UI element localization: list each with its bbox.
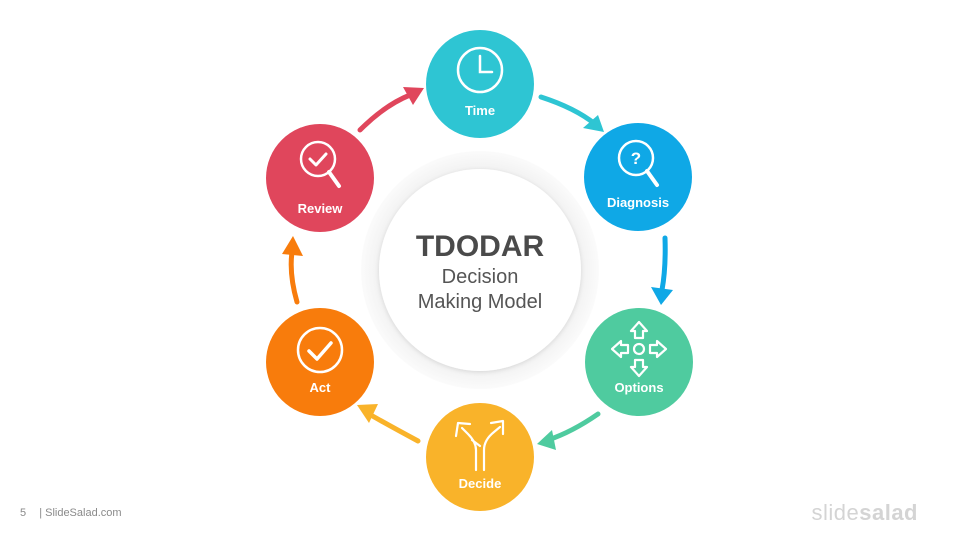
center-subtitle-line2: Making Model bbox=[418, 291, 543, 313]
node-diagnosis-circle bbox=[584, 123, 692, 231]
fork-arrows-icon bbox=[454, 419, 505, 472]
footer-site: | SlideSalad.com bbox=[39, 507, 122, 519]
four-direction-arrows-icon bbox=[610, 320, 668, 378]
center-hub: TDODAR Decision Making Model bbox=[361, 151, 599, 389]
check-circle-icon bbox=[296, 326, 344, 374]
arrow-time-to-diagnosis bbox=[538, 94, 604, 132]
magnifier-question-icon: ? bbox=[617, 139, 659, 187]
svg-text:?: ? bbox=[631, 149, 641, 168]
node-label-options: Options bbox=[614, 380, 663, 395]
brand-part1: slide bbox=[811, 500, 860, 525]
clock-icon bbox=[456, 46, 504, 94]
arrow-decide-to-act bbox=[357, 404, 421, 444]
node-review-circle bbox=[266, 124, 374, 232]
brand-part2: salad bbox=[859, 500, 918, 525]
arrow-act-to-review bbox=[282, 236, 303, 305]
footer: 5 | SlideSalad.com bbox=[20, 507, 132, 519]
node-decide: Decide bbox=[426, 403, 534, 511]
node-label-act: Act bbox=[310, 380, 332, 395]
page-number: 5 bbox=[20, 507, 27, 519]
node-diagnosis: ? Diagnosis bbox=[584, 123, 692, 231]
arrow-review-to-time bbox=[357, 87, 424, 133]
node-label-review: Review bbox=[298, 201, 344, 216]
node-options-circle bbox=[585, 308, 693, 416]
node-options: Options bbox=[585, 308, 693, 416]
arrow-options-to-decide bbox=[537, 411, 601, 450]
brand-logo: slidesalad bbox=[811, 500, 918, 526]
node-label-decide: Decide bbox=[459, 476, 502, 491]
node-act: Act bbox=[266, 308, 374, 416]
node-review: Review bbox=[266, 124, 374, 232]
node-label-time: Time bbox=[465, 103, 495, 118]
node-time: Time bbox=[426, 30, 534, 138]
center-subtitle-line1: Decision bbox=[442, 266, 519, 288]
magnifier-check-icon bbox=[299, 140, 341, 188]
node-label-diagnosis: Diagnosis bbox=[607, 195, 669, 210]
node-decide-circle bbox=[426, 403, 534, 511]
center-title: TDODAR bbox=[416, 230, 545, 263]
node-act-circle bbox=[266, 308, 374, 416]
node-time-circle bbox=[426, 30, 534, 138]
arrow-diagnosis-to-options bbox=[651, 235, 673, 305]
